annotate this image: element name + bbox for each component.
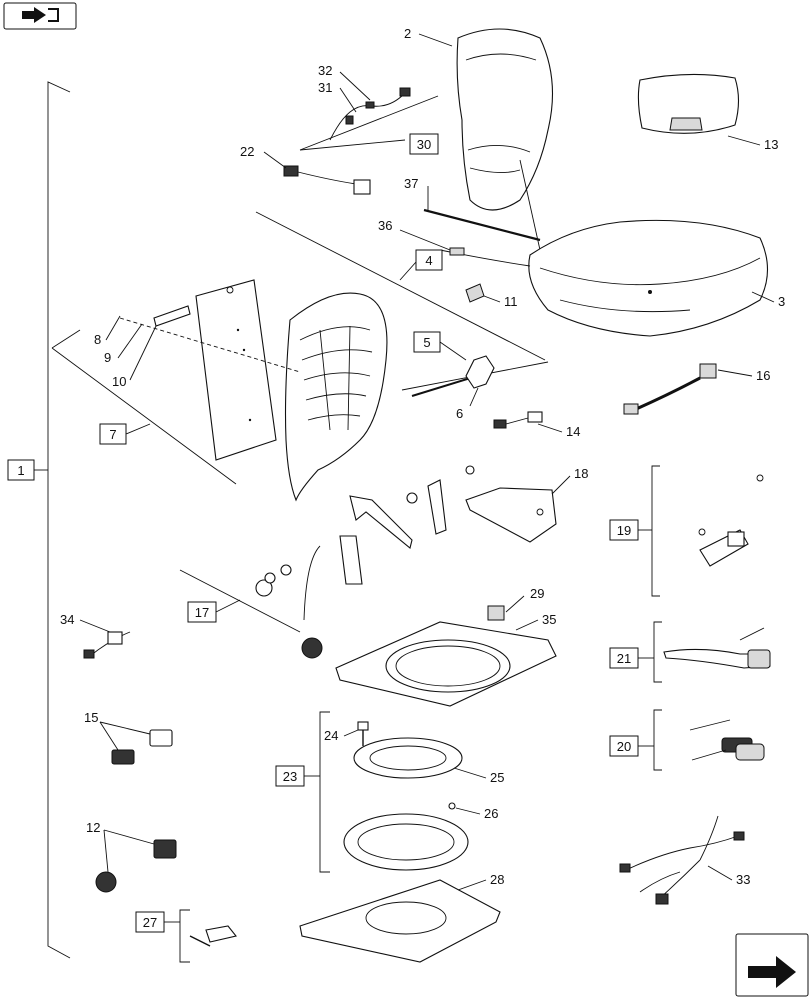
callout-box-30: 30 — [409, 133, 439, 155]
svg-text:20: 20 — [617, 739, 631, 754]
svg-text:1: 1 — [17, 463, 24, 478]
svg-text:27: 27 — [143, 915, 157, 930]
callout-box-1: 1 — [7, 459, 35, 481]
label-24: 24 — [324, 728, 338, 743]
label-2: 2 — [404, 26, 411, 41]
lever-20 — [689, 719, 765, 761]
linkage-parts — [255, 465, 475, 621]
label-3: 3 — [778, 294, 785, 309]
base-plate-28 — [299, 879, 501, 963]
svg-text:5: 5 — [423, 335, 430, 350]
bearing-ring — [343, 813, 469, 871]
switch-19 — [698, 474, 764, 567]
callout-box-20: 20 — [609, 735, 639, 757]
label-26: 26 — [484, 806, 498, 821]
pin-27 — [189, 925, 237, 947]
connector-14 — [493, 411, 543, 429]
rod-37 — [423, 208, 541, 242]
label-18: 18 — [574, 466, 588, 481]
label-9: 9 — [104, 350, 111, 365]
harness-16 — [623, 363, 717, 415]
callout-box-5: 5 — [413, 331, 441, 353]
callout-box-19: 19 — [609, 519, 639, 541]
label-36: 36 — [378, 218, 392, 233]
ball-26 — [448, 802, 456, 810]
lumbar-knob-6 — [411, 355, 495, 397]
callout-box-27: 27 — [135, 911, 165, 933]
back-board — [195, 279, 277, 461]
plate-25 — [353, 737, 463, 779]
armrest-pad — [637, 73, 740, 134]
backrest-frame — [284, 292, 388, 502]
callout-box-23: 23 — [275, 765, 305, 787]
svg-text:4: 4 — [425, 253, 432, 268]
label-35: 35 — [542, 612, 556, 627]
label-34: 34 — [60, 612, 74, 627]
callout-box-4: 4 — [415, 249, 443, 271]
label-32: 32 — [318, 63, 332, 78]
cable-36 — [439, 247, 531, 267]
label-13: 13 — [764, 137, 778, 152]
label-33: 33 — [736, 872, 750, 887]
bracket-1 — [34, 81, 71, 959]
svg-text:17: 17 — [195, 605, 209, 620]
bracket-8-10 — [153, 305, 191, 327]
svg-text:19: 19 — [617, 523, 631, 538]
svg-text:21: 21 — [617, 651, 631, 666]
bolt-24 — [357, 721, 369, 746]
harness-30 — [299, 87, 439, 151]
label-31: 31 — [318, 80, 332, 95]
callout-box-21: 21 — [609, 647, 639, 669]
switch-12 — [95, 839, 177, 893]
label-14: 14 — [566, 424, 580, 439]
callout-box-7: 7 — [99, 423, 127, 445]
next-page-arrow-icon[interactable] — [735, 933, 809, 997]
label-15: 15 — [84, 710, 98, 725]
label-11: 11 — [504, 294, 518, 309]
label-6: 6 — [456, 406, 463, 421]
lever-21 — [663, 627, 771, 669]
backrest-cushion — [456, 28, 554, 251]
label-12: 12 — [86, 820, 100, 835]
label-10: 10 — [112, 374, 126, 389]
book-arrow-icon[interactable] — [3, 2, 77, 30]
bracket-18 — [465, 487, 557, 543]
switch-15 — [111, 729, 173, 765]
harness-33 — [619, 815, 745, 905]
svg-text:30: 30 — [417, 137, 431, 152]
swivel-base — [335, 605, 557, 707]
svg-text:7: 7 — [109, 427, 116, 442]
label-22: 22 — [240, 144, 254, 159]
clip-11 — [465, 283, 485, 303]
spring-17 — [301, 637, 323, 659]
svg-text:23: 23 — [283, 769, 297, 784]
callout-box-17: 17 — [187, 601, 217, 623]
seat-cushion — [528, 219, 768, 337]
label-8: 8 — [94, 332, 101, 347]
label-37: 37 — [404, 176, 418, 191]
label-16: 16 — [756, 368, 770, 383]
cable-22 — [283, 165, 371, 195]
label-29: 29 — [530, 586, 544, 601]
label-28: 28 — [490, 872, 504, 887]
label-25: 25 — [490, 770, 504, 785]
harness-34 — [83, 631, 131, 659]
